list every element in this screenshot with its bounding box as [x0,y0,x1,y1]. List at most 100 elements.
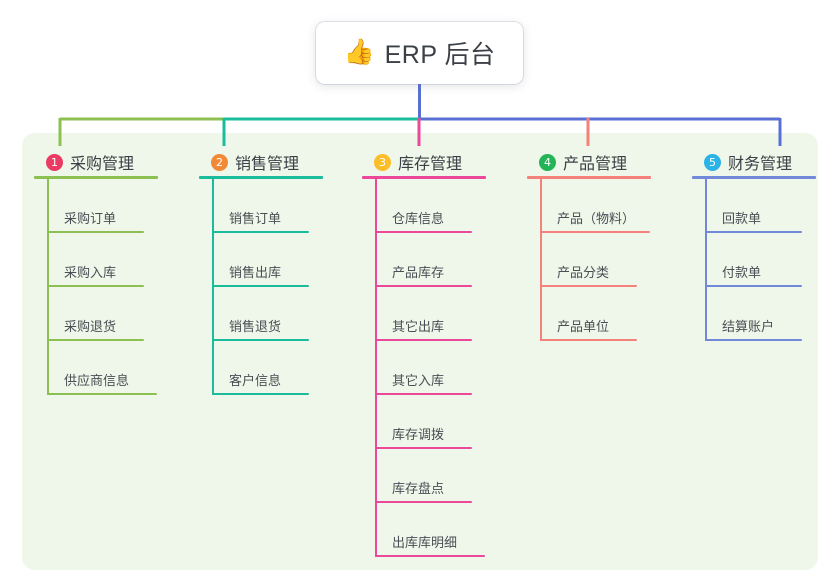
thumbs-up-icon: 👍 [343,37,375,66]
branch-title: 产品管理 [563,156,628,173]
branch-item-underline [540,231,650,233]
branch-item-label: 销售退货 [229,319,282,334]
branch-item-underline [47,231,144,233]
branch-underline [527,176,651,179]
branch-item[interactable]: 产品分类 [540,233,677,287]
root-node[interactable]: 👍 ERP 后台 [316,22,523,84]
branch-title: 采购管理 [70,156,135,173]
branch-number-badge: 3 [374,153,391,171]
branch-item-label: 出库库明细 [392,535,458,550]
branch-spine [212,179,214,395]
branch-spine [705,179,707,341]
branch-item-label: 采购订单 [64,211,117,226]
branch-item[interactable]: 仓库信息 [375,179,512,233]
branch-spine [375,179,377,557]
branch-item-label: 产品分类 [557,265,610,280]
branch-item-label: 产品（物料） [557,211,636,226]
branch-number-badge: 5 [704,153,721,171]
branch-number-badge: 1 [46,153,63,171]
content-panel [22,133,818,570]
branch-item-underline [375,393,472,395]
branch-item[interactable]: 回款单 [705,179,839,233]
branch-item[interactable]: 采购退货 [47,287,184,341]
branch-item-label: 采购退货 [64,319,117,334]
branch-column-4: 4 产品管理产品（物料） 产品分类产品单位 [527,145,677,341]
branch-item-label: 库存盘点 [392,481,445,496]
branch-item[interactable]: 库存盘点 [375,449,512,503]
branch-item[interactable]: 库存调拨 [375,395,512,449]
branch-items: 销售订单销售出库销售退货客户信息 [212,179,349,395]
root-stem-connector [418,84,421,120]
branch-item-label: 结算账户 [722,319,775,334]
branch-item-label: 供应商信息 [64,373,130,388]
branch-item-underline [212,339,309,341]
branch-number-badge: 4 [539,153,556,171]
branch-item-label: 仓库信息 [392,211,445,226]
branch-item-underline [375,285,472,287]
root-title: ERP 后台 [384,41,496,69]
branch-item[interactable]: 销售出库 [212,233,349,287]
branch-item-underline [212,231,309,233]
branch-spine [540,179,542,341]
branch-item-label: 其它出库 [392,319,445,334]
branch-item-label: 销售订单 [229,211,282,226]
branch-item-underline [212,285,309,287]
branch-underline [692,176,816,179]
branch-header[interactable]: 2 销售管理 [199,145,349,179]
branch-items: 产品（物料） 产品分类产品单位 [540,179,677,341]
branch-item[interactable]: 出库库明细 [375,503,512,557]
branch-item-label: 付款单 [722,265,762,280]
branch-item[interactable]: 结算账户 [705,287,839,341]
branch-item-underline [540,285,637,287]
branch-item-underline [375,555,485,557]
branch-item-underline [540,339,637,341]
branch-column-2: 2 销售管理销售订单销售出库销售退货客户信息 [199,145,349,395]
branch-item-label: 客户信息 [229,373,282,388]
branch-item-label: 回款单 [722,211,762,226]
branch-item-underline [212,393,309,395]
branch-item[interactable]: 其它入库 [375,341,512,395]
branch-item[interactable]: 采购订单 [47,179,184,233]
branch-item[interactable]: 采购入库 [47,233,184,287]
branch-item[interactable]: 付款单 [705,233,839,287]
branch-header[interactable]: 1 采购管理 [34,145,184,179]
branch-item-underline [375,501,472,503]
branch-underline [199,176,323,179]
branch-item[interactable]: 产品（物料） [540,179,677,233]
branch-item[interactable]: 销售订单 [212,179,349,233]
branch-underline [362,176,486,179]
branch-title: 销售管理 [235,156,300,173]
branch-item[interactable]: 销售退货 [212,287,349,341]
branch-item-underline [375,447,472,449]
branch-header[interactable]: 4 产品管理 [527,145,677,179]
branch-item-underline [705,231,802,233]
branch-spine [47,179,49,395]
branch-item-label: 采购入库 [64,265,117,280]
branch-item-underline [705,339,802,341]
branch-item[interactable]: 其它出库 [375,287,512,341]
branch-item[interactable]: 产品库存 [375,233,512,287]
branch-item-label: 库存调拨 [392,427,445,442]
branch-item[interactable]: 产品单位 [540,287,677,341]
branch-item-underline [375,231,472,233]
branch-underline [34,176,158,179]
branch-item-label: 其它入库 [392,373,445,388]
branch-items: 回款单付款单结算账户 [705,179,839,341]
branch-item-underline [47,339,144,341]
branch-items: 仓库信息产品库存其它出库其它入库库存调拨库存盘点出库库明细 [375,179,512,557]
branch-item[interactable]: 供应商信息 [47,341,184,395]
branch-item-label: 销售出库 [229,265,282,280]
branch-item-label: 产品库存 [392,265,445,280]
branch-item[interactable]: 客户信息 [212,341,349,395]
branch-items: 采购订单采购入库采购退货供应商信息 [47,179,184,395]
branch-item-label: 产品单位 [557,319,610,334]
branch-number-badge: 2 [211,153,228,171]
branch-item-underline [705,285,802,287]
branch-item-underline [375,339,472,341]
branch-column-1: 1 采购管理采购订单采购入库采购退货供应商信息 [34,145,184,395]
